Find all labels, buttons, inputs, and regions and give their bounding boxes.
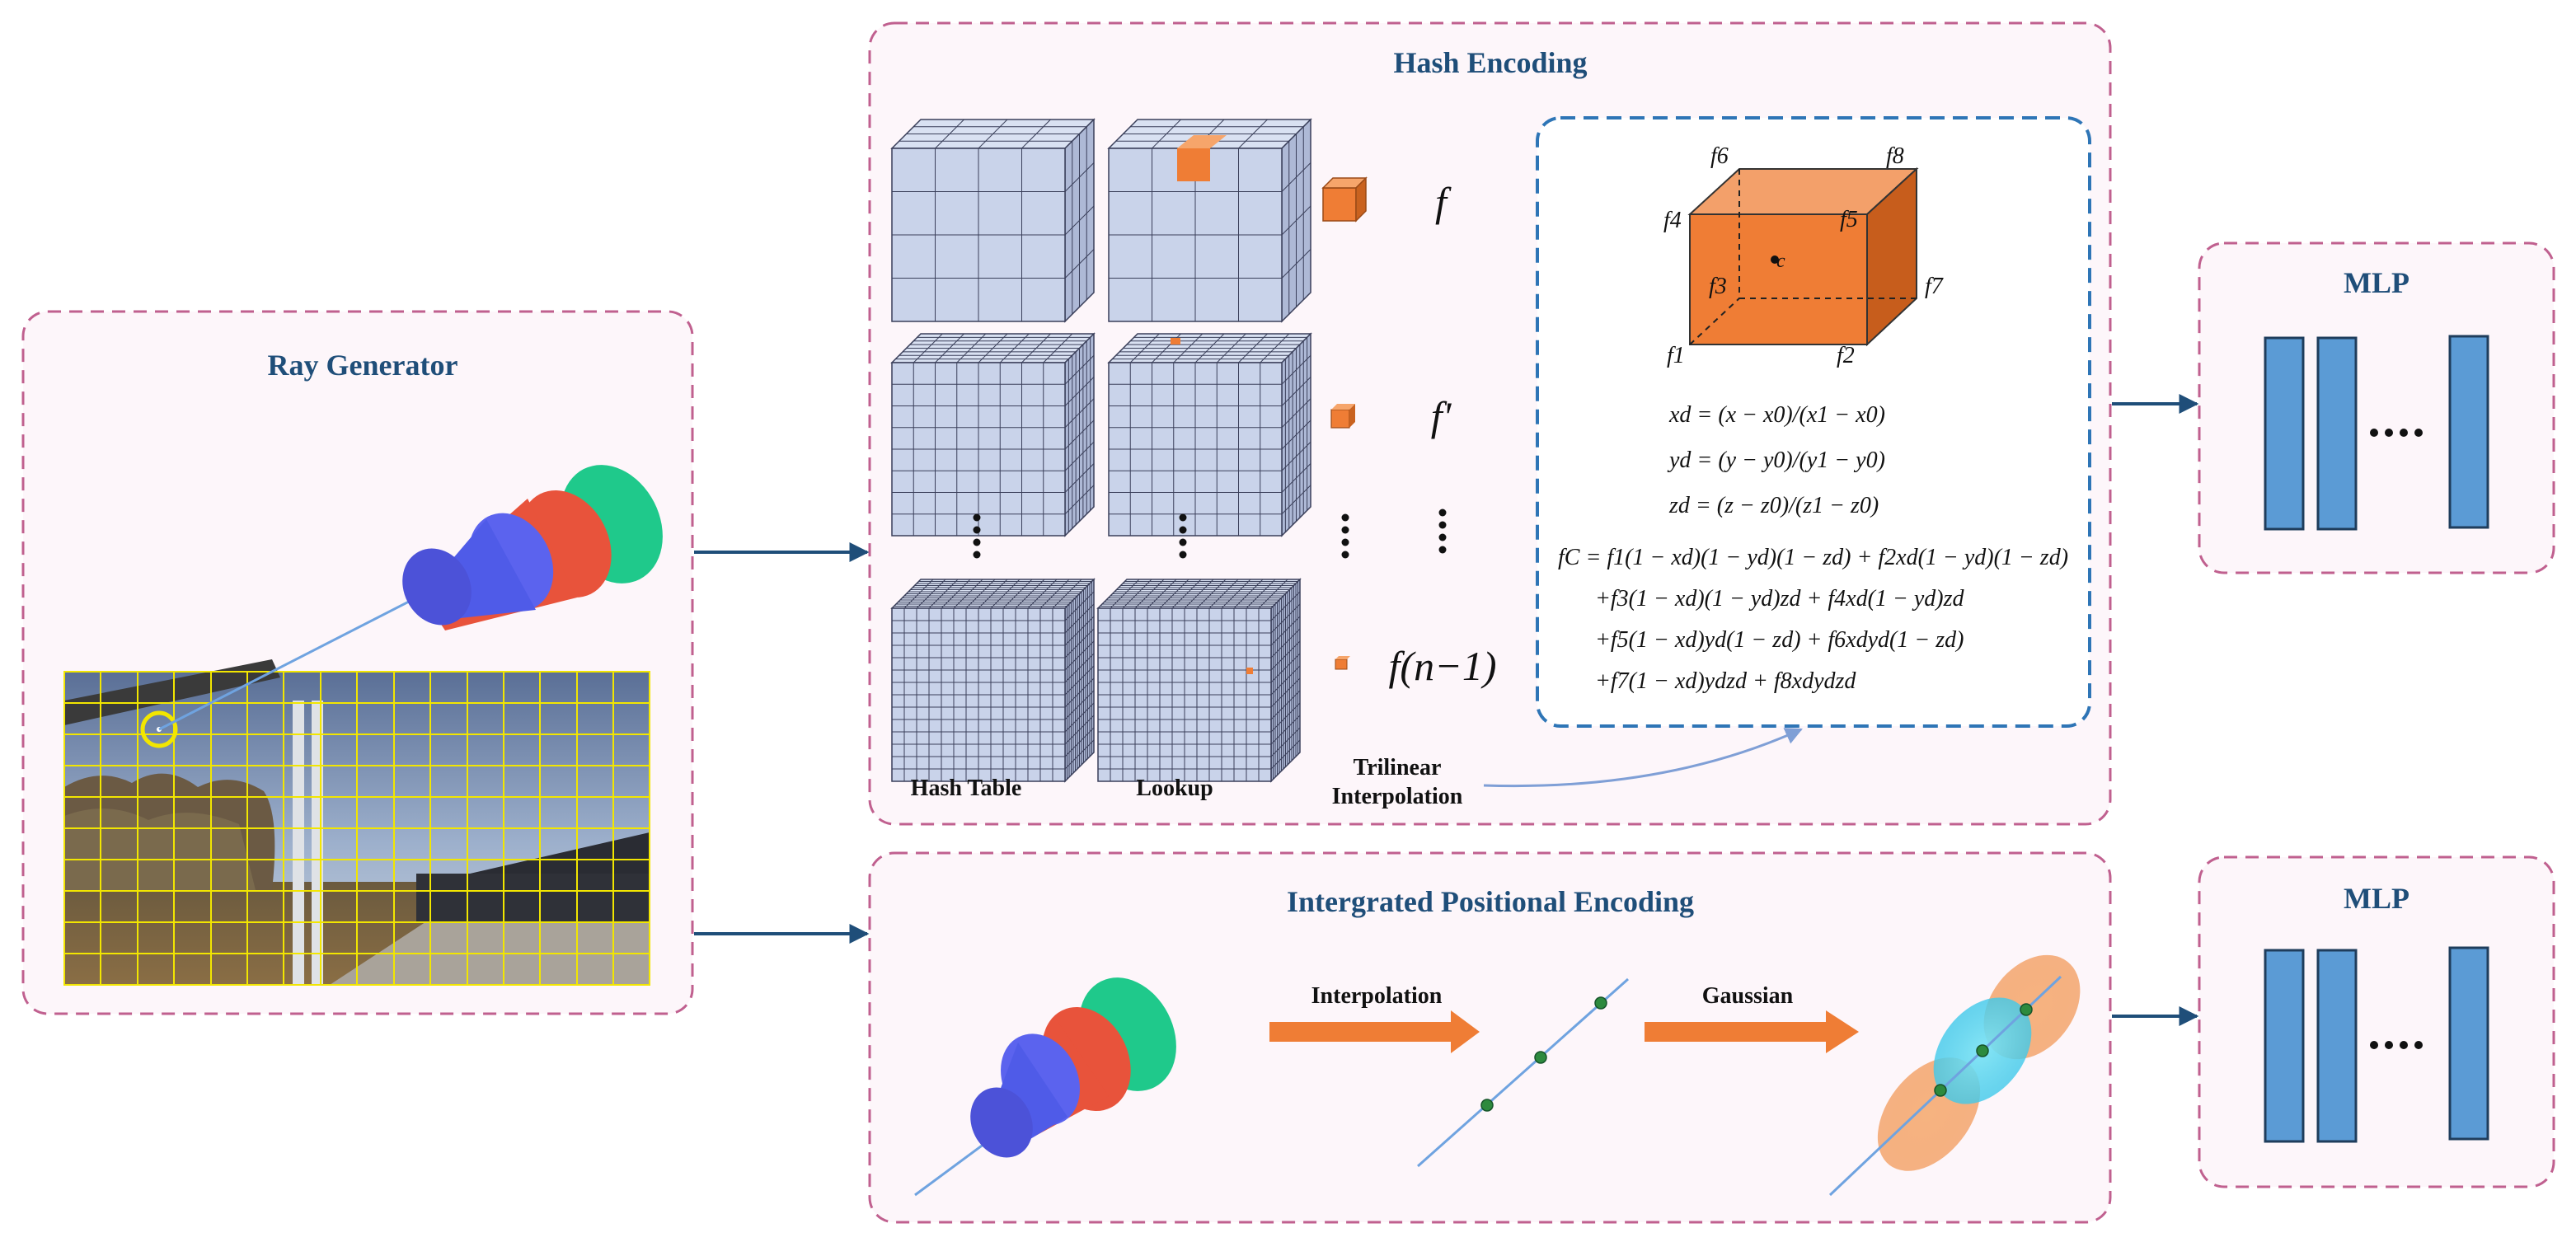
- hash-cube-coarse: [890, 118, 1096, 323]
- lookup-cell-2: [1171, 338, 1180, 344]
- equation-fc-3: +f5(1 − xd)yd(1 − zd) + f6xdyd(1 − zd): [1595, 627, 1964, 653]
- hash-cube-fine: [890, 578, 1096, 783]
- ray-line: [158, 584, 442, 731]
- mlp-top-ellipsis: [2370, 429, 2423, 437]
- mlp-bottom-title: MLP: [2344, 882, 2409, 915]
- ipe-gaussian-label: Gaussian: [1702, 983, 1794, 1009]
- ray-generator-title: Ray Generator: [268, 349, 458, 382]
- ipe-interpolation-label: Interpolation: [1311, 983, 1443, 1009]
- cube-corner-labels: c f1 f2 f3 f4 f5 f6 f7 f8: [1663, 143, 1944, 368]
- svg-text:f8: f8: [1886, 143, 1904, 169]
- svg-text:f1: f1: [1667, 343, 1685, 368]
- svg-text:f3: f3: [1709, 274, 1727, 299]
- trilinear-equations: xd = (x − x0)/(x1 − x0) yd = (y − y0)/(y…: [1558, 402, 2068, 694]
- feature-cube-2: [1330, 404, 1355, 429]
- lookup-cell-n: [1246, 668, 1253, 674]
- gaussian-ellipsoids: [1828, 954, 2081, 1197]
- interpolation-arrow-orange: [1269, 1010, 1480, 1053]
- lookup-cube-coarse: [1107, 118, 1312, 323]
- equation-yd: yd = (y − y0)/(y1 − y0): [1667, 448, 1885, 473]
- svg-text:f6: f6: [1710, 143, 1729, 169]
- lookup-cube-medium: [1107, 332, 1312, 537]
- trilinear-label-1: Trilinear: [1354, 755, 1442, 780]
- feature-cube-1: [1321, 176, 1368, 223]
- feature-label-f-prime: f': [1431, 393, 1452, 439]
- hash-table-label: Hash Table: [911, 776, 1022, 801]
- ipe-panel: Intergrated Positional Encoding: [868, 851, 2112, 1224]
- equation-zd: zd = (z − z0)/(z1 − z0): [1668, 493, 1879, 518]
- ray-cone: [402, 465, 663, 630]
- hash-cube-medium: [890, 332, 1096, 537]
- mlp-top-panel: MLP: [2198, 241, 2555, 574]
- lookup-cube-fine: [1096, 578, 1302, 783]
- mlp-bottom-panel: MLP: [2198, 855, 2555, 1188]
- mlp-top-title: MLP: [2344, 266, 2409, 299]
- ipe-title: Intergrated Positional Encoding: [1287, 885, 1694, 918]
- interpolation-box: [1536, 116, 2091, 728]
- street-photo: [63, 659, 650, 986]
- ipe-cone: [970, 977, 1176, 1158]
- equation-xd: xd = (x − x0)/(x1 − x0): [1668, 402, 1885, 428]
- trilinear-label-2: Interpolation: [1332, 784, 1463, 809]
- lookup-label: Lookup: [1136, 776, 1213, 801]
- gaussian-arrow-orange: [1645, 1010, 1859, 1053]
- lookup-cell-1: [1177, 148, 1210, 181]
- mlp-bottom-ellipsis: [2370, 1041, 2423, 1049]
- sampled-ray: [1417, 977, 1629, 1168]
- equation-fc-1: fC = f1(1 − xd)(1 − yd)(1 − zd) + f2xd(1…: [1558, 545, 2068, 570]
- svg-text:f5: f5: [1840, 207, 1858, 232]
- svg-text:f2: f2: [1837, 343, 1855, 368]
- equation-fc-2: +f3(1 − xd)(1 − yd)zd + f4xd(1 − yd)zd: [1595, 586, 1964, 612]
- interpolation-arrow: [1483, 728, 1803, 788]
- mlp-top-layers: [2264, 335, 2489, 531]
- hash-encoding-title: Hash Encoding: [1393, 46, 1587, 79]
- ellipsis-dots: [973, 509, 1447, 559]
- svg-text:c: c: [1776, 251, 1785, 272]
- interpolation-cube: [1687, 166, 1919, 347]
- mlp-bottom-layers: [2264, 946, 2489, 1143]
- svg-text:f4: f4: [1663, 208, 1682, 233]
- svg-text:f7: f7: [1925, 274, 1944, 299]
- feature-label-f-n: f(n−1): [1389, 643, 1497, 689]
- pixel-grid: [63, 671, 650, 986]
- equation-fc-4: +f7(1 − xd)ydzd + f8xdydzd: [1595, 668, 1856, 694]
- feature-cube-n: [1335, 656, 1350, 670]
- voxel-grids: [890, 118, 1312, 783]
- selected-pixel-marker: [140, 710, 178, 748]
